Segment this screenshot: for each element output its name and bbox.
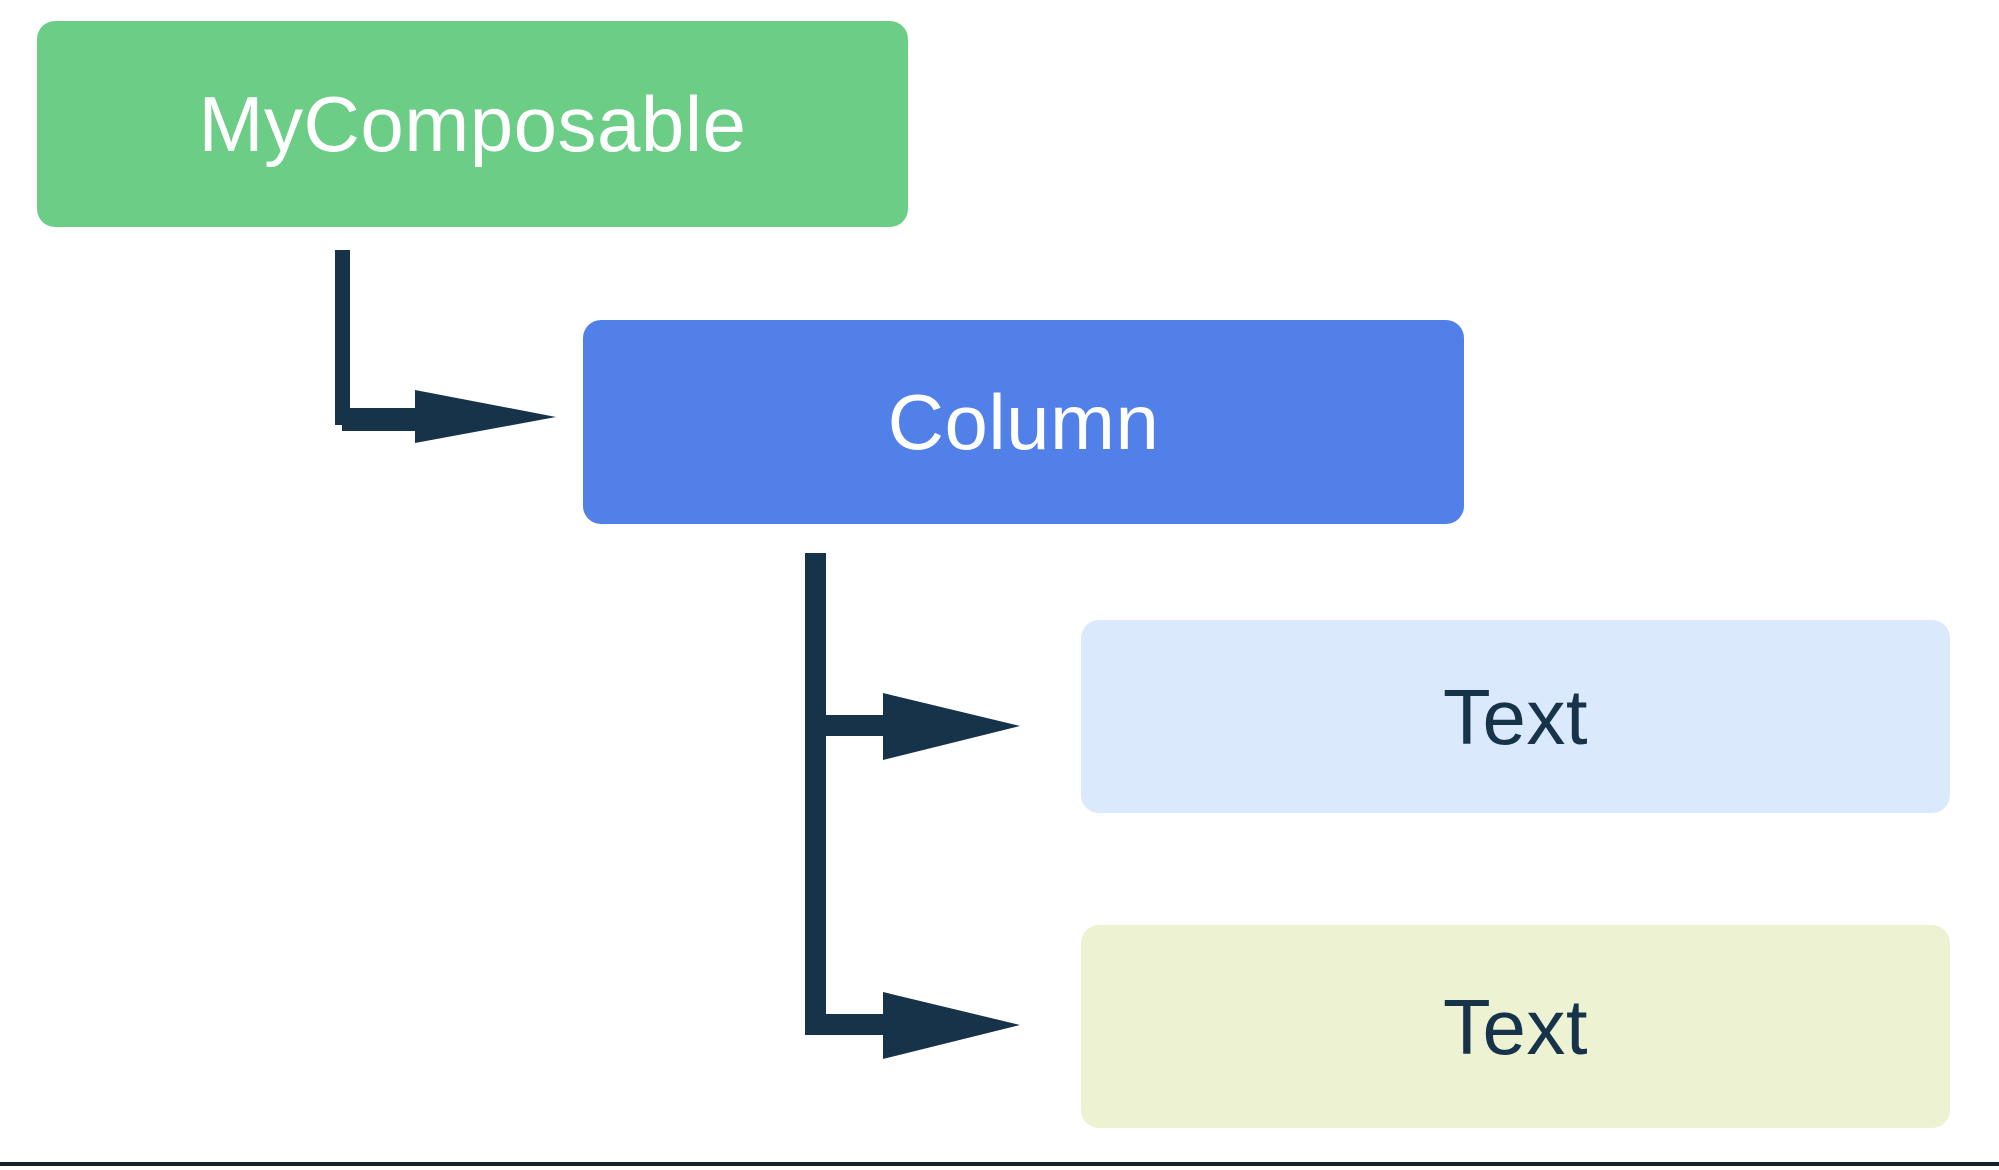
node-text-1-label: Text — [1442, 672, 1589, 761]
node-text-2[interactable]: Text — [1081, 925, 1950, 1128]
node-column[interactable]: Column — [583, 320, 1464, 524]
edge-column-to-texts — [805, 553, 1020, 1059]
edge-column-to-text1-horizontal — [805, 715, 885, 736]
edge-root-to-column-horizontal — [335, 408, 417, 425]
node-text-2-label: Text — [1442, 982, 1589, 1071]
edge-column-to-text2-horizontal — [805, 1014, 885, 1035]
node-column-label: Column — [887, 378, 1160, 466]
edge-root-to-column-arrowhead — [415, 390, 556, 443]
edge-column-to-text2-arrowhead — [883, 992, 1020, 1059]
node-mycomposable-label: MyComposable — [198, 80, 747, 168]
edge-root-to-column-vertical — [335, 250, 350, 425]
edge-column-to-text1-arrowhead — [883, 693, 1020, 760]
node-mycomposable[interactable]: MyComposable — [37, 21, 908, 227]
node-text-1[interactable]: Text — [1081, 620, 1950, 813]
edge-root-to-column — [335, 245, 556, 445]
edge-column-trunk-vertical — [805, 553, 826, 1035]
bottom-divider — [0, 1162, 1999, 1166]
